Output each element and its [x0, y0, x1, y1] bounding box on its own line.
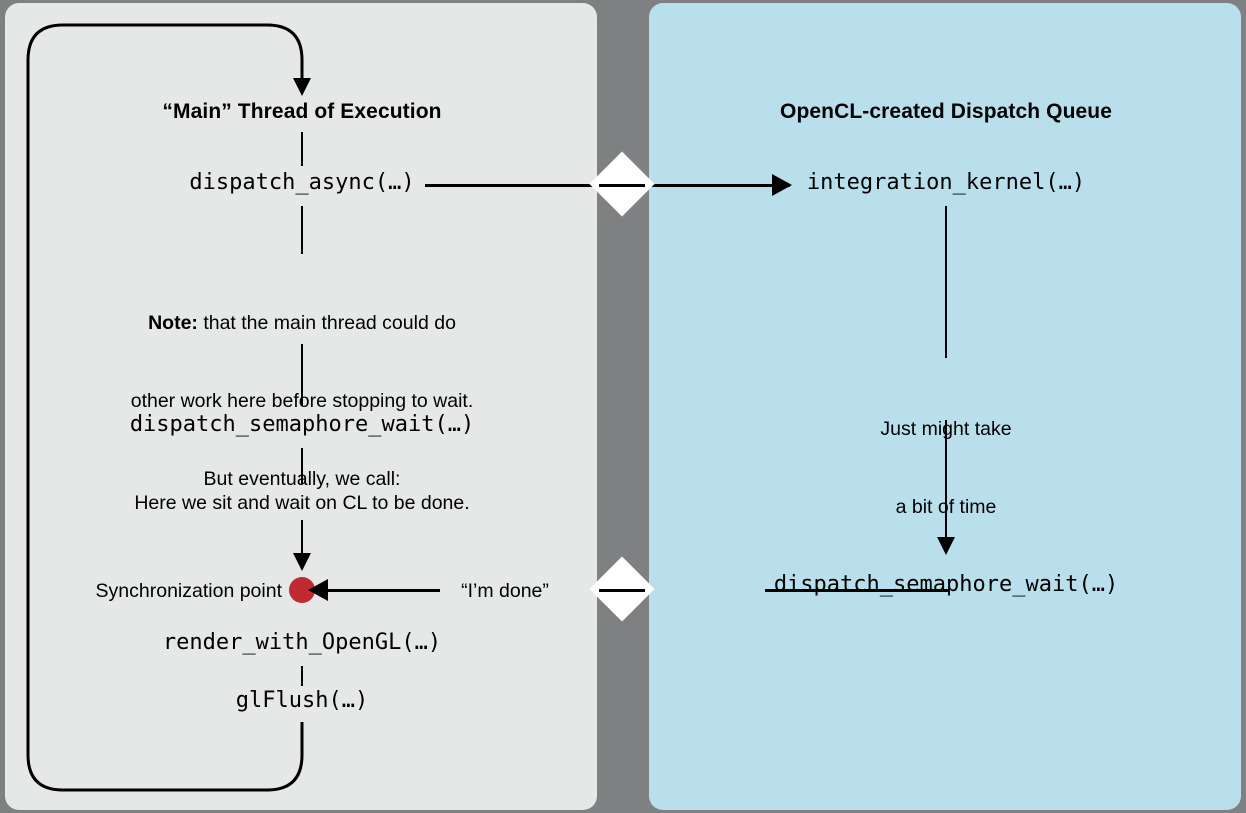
flow-line-segment — [301, 206, 303, 254]
note-bold-label: Note: — [148, 312, 198, 334]
flow-line-segment — [945, 206, 947, 358]
step-integration-kernel: integration_kernel(…) — [806, 170, 1086, 195]
dispatch-line-through-diamond — [599, 184, 645, 187]
note-line-2: other work here before stopping to wait. — [130, 390, 474, 412]
note-block: Note: that the main thread could do othe… — [52, 258, 552, 544]
wait-caption: Here we sit and wait on CL to be done. — [134, 492, 470, 514]
note-line-3: But eventually, we call: — [203, 468, 401, 490]
note-line-1: that the main thread could do — [197, 312, 456, 334]
sync-arrowhead-icon — [293, 553, 311, 571]
done-line-right — [765, 589, 950, 592]
main-thread-title: “Main” Thread of Execution — [162, 100, 442, 123]
loop-arrowhead-icon — [293, 78, 311, 96]
done-line-through-diamond — [599, 589, 645, 592]
flow-line-segment — [945, 420, 947, 542]
step-render-with-opengl: render_with_OpenGL(…) — [162, 630, 442, 655]
flow-line-segment — [301, 520, 303, 558]
flow-line-segment — [301, 666, 303, 686]
dispatch-to-kernel-arrowhead-icon — [772, 174, 792, 196]
step-glflush: glFlush(…) — [235, 688, 369, 713]
flow-line-segment — [301, 448, 303, 484]
step-dispatch-async: dispatch_async(…) — [189, 170, 415, 195]
step-dispatch-semaphore-wait: dispatch_semaphore_wait(…) — [129, 412, 475, 437]
done-arrowhead-icon — [308, 579, 328, 601]
im-done-message: “I’m done” — [440, 578, 570, 604]
duration-note: Just might take a bit of time — [700, 364, 1192, 572]
synchronization-point-label: Synchronization point — [95, 580, 282, 602]
opencl-queue-panel — [649, 3, 1241, 810]
queue-arrowhead-icon — [937, 537, 955, 555]
flow-line-segment — [301, 344, 303, 406]
step-queue-dispatch-semaphore-wait: dispatch_semaphore_wait(…) — [773, 572, 1119, 597]
opencl-queue-title: OpenCL-created Dispatch Queue — [780, 100, 1112, 123]
flow-line-segment — [301, 132, 303, 166]
